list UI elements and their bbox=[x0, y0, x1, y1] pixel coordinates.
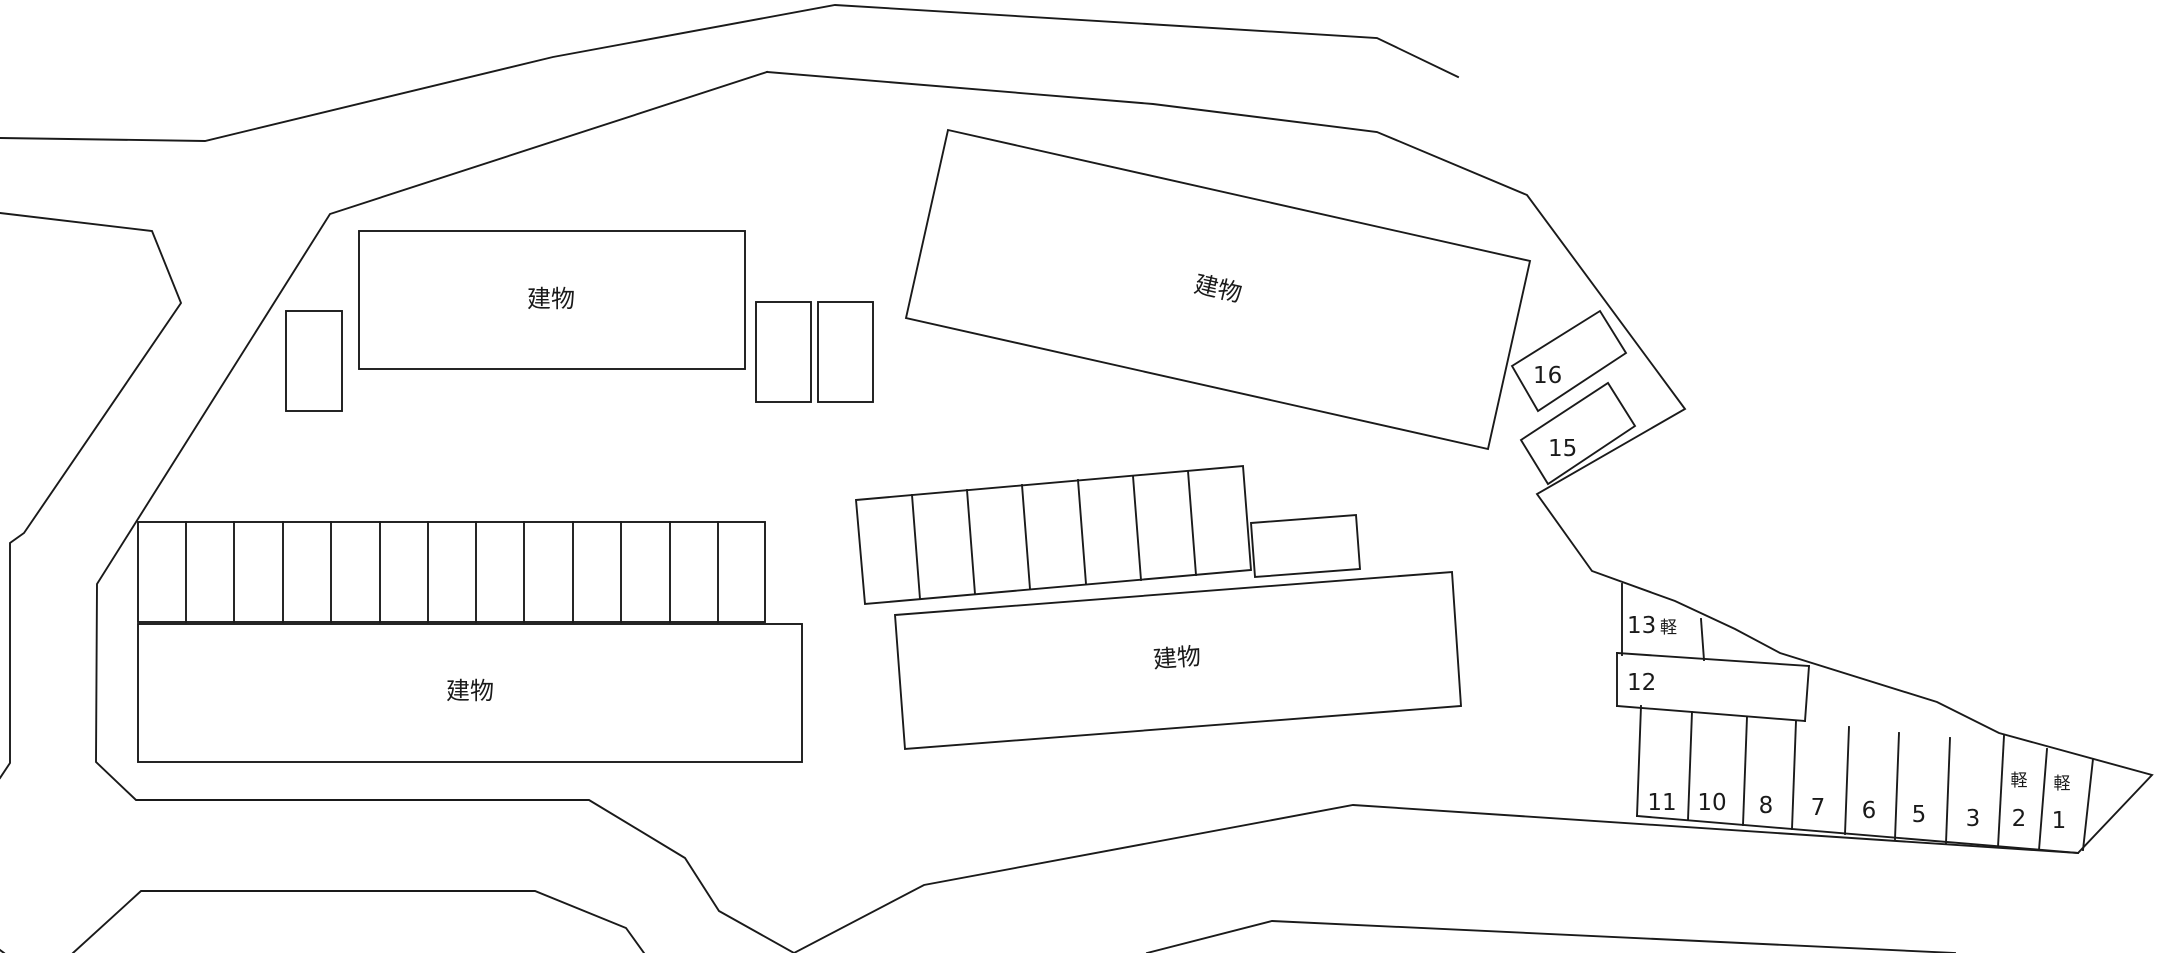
parking-stalls-south-east: 13 軽 12 11 10 8 7 6 5 3 軽 2 軽 1 bbox=[1615, 583, 2095, 855]
stall-line bbox=[1615, 651, 1811, 668]
parking-space-16 bbox=[1510, 309, 1628, 413]
stall-line bbox=[1636, 705, 1642, 817]
space-number-13: 13 bbox=[1627, 613, 1656, 639]
parking-row-frame bbox=[137, 521, 766, 623]
stall-line bbox=[1803, 664, 1811, 723]
building-label: 建物 bbox=[1152, 642, 1202, 674]
building-north-east bbox=[904, 128, 1532, 451]
stall-line bbox=[2081, 757, 2095, 852]
lot-boundary-west bbox=[95, 70, 796, 953]
kei-mark: 軽 bbox=[2011, 771, 2028, 791]
stall-divider bbox=[965, 488, 977, 596]
stall-line bbox=[1615, 704, 1807, 723]
space-number-8: 8 bbox=[1759, 793, 1774, 819]
shed bbox=[755, 301, 812, 403]
space-number-2: 2 bbox=[2012, 806, 2027, 832]
parking-pad bbox=[1249, 513, 1362, 579]
space-number-7: 7 bbox=[1811, 795, 1826, 821]
road-edge-bottom-left bbox=[71, 890, 646, 953]
parking-row-frame bbox=[854, 464, 1253, 606]
stall-line bbox=[1791, 720, 1797, 830]
building-north-west bbox=[358, 230, 746, 370]
stall-line bbox=[2037, 747, 2049, 852]
parking-row-center bbox=[854, 464, 1362, 606]
parking-row-west bbox=[137, 521, 766, 623]
building-label: 建物 bbox=[446, 677, 494, 705]
lot-boundary bbox=[765, 70, 2154, 953]
stall-divider bbox=[1131, 474, 1143, 582]
road-edge-left-inner bbox=[0, 212, 183, 780]
stall-divider bbox=[1076, 478, 1088, 586]
space-number-3: 3 bbox=[1966, 806, 1981, 832]
building-south-east bbox=[893, 570, 1463, 751]
stall-line bbox=[1945, 737, 1951, 844]
stall-line bbox=[1687, 711, 1693, 821]
stall-divider bbox=[1186, 469, 1198, 577]
stall-line bbox=[1844, 726, 1850, 835]
space-number-12: 12 bbox=[1627, 670, 1656, 696]
road-edge-bottom-right bbox=[1145, 920, 1956, 953]
parking-stalls-east: 16 15 bbox=[1510, 309, 1637, 486]
small-structures bbox=[285, 301, 874, 412]
stall-line bbox=[1894, 732, 1900, 840]
stall-line bbox=[1635, 814, 2080, 855]
building-label: 建物 bbox=[527, 285, 575, 313]
parking-space-15 bbox=[1519, 381, 1637, 486]
stall-line bbox=[1997, 735, 2005, 848]
shed bbox=[285, 310, 343, 412]
stall-divider bbox=[910, 493, 922, 601]
space-number-10: 10 bbox=[1697, 790, 1726, 816]
space-number-16: 16 bbox=[1533, 363, 1562, 389]
space-number-11: 11 bbox=[1647, 790, 1676, 816]
stall-line bbox=[1699, 617, 1706, 662]
space-number-15: 15 bbox=[1548, 436, 1577, 462]
space-number-1: 1 bbox=[2052, 808, 2067, 834]
kei-mark: 軽 bbox=[2054, 774, 2071, 794]
space-number-5: 5 bbox=[1912, 802, 1927, 828]
kei-mark: 軽 bbox=[1660, 618, 1677, 638]
road-edge-top-outer bbox=[0, 4, 1460, 142]
buildings bbox=[137, 128, 1532, 763]
road-outlines bbox=[0, 4, 2154, 953]
shed bbox=[817, 301, 874, 403]
stall-line bbox=[1742, 716, 1748, 826]
building-south-west bbox=[137, 623, 803, 763]
space-number-6: 6 bbox=[1862, 798, 1877, 824]
stall-divider bbox=[1020, 483, 1032, 591]
